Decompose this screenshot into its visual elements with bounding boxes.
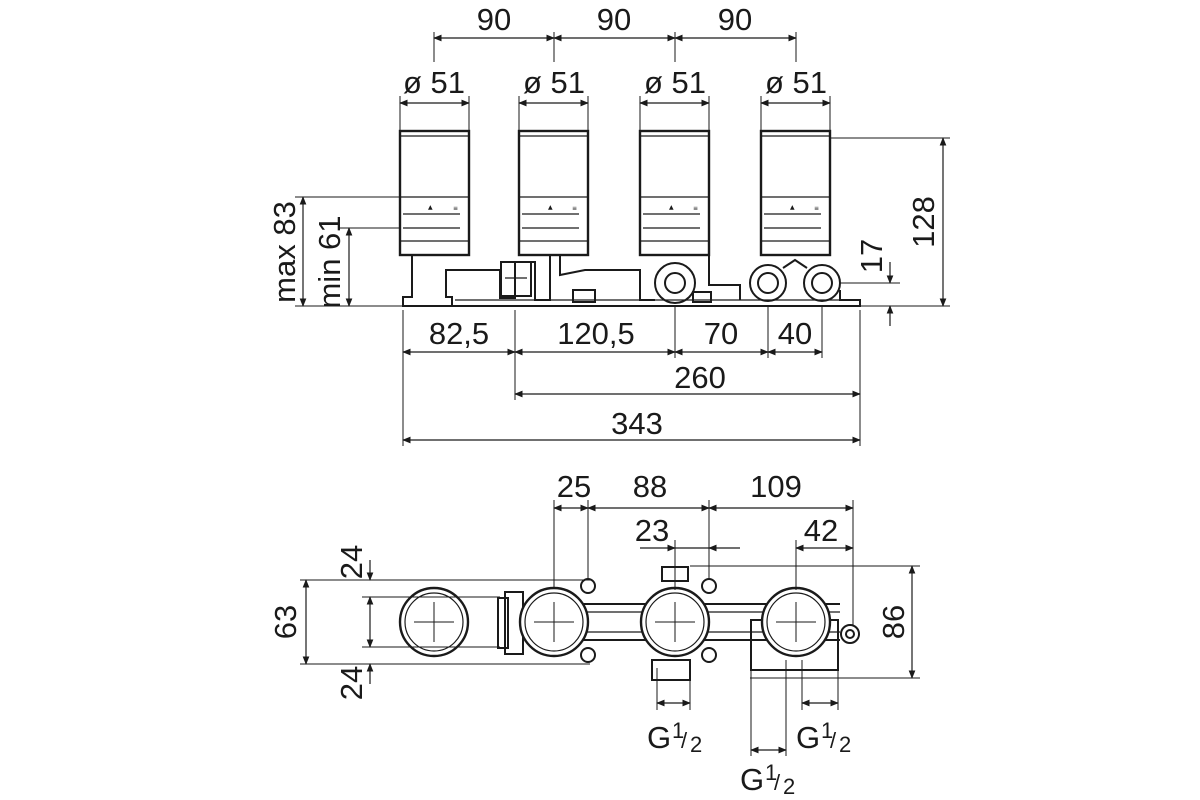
svg-text:/: / bbox=[681, 728, 688, 753]
spacing-label-1: 90 bbox=[477, 2, 511, 37]
front-view: ▲ ≡ ▲ ≡ ▲ ≡ bbox=[267, 2, 950, 446]
dim-42: 42 bbox=[804, 513, 838, 548]
cartridge-4: ▲ ≡ bbox=[759, 129, 832, 257]
cartridge-1: ▲ ≡ bbox=[398, 129, 471, 257]
dim-70: 70 bbox=[704, 316, 738, 351]
thread-label-1: G 1 / 2 bbox=[647, 718, 702, 757]
diameter-label-2: ø 51 bbox=[523, 65, 585, 100]
svg-text:≡: ≡ bbox=[453, 205, 458, 212]
top-view-dimensions: 25 88 109 23 42 bbox=[553, 469, 854, 625]
dim-88: 88 bbox=[633, 469, 667, 504]
svg-text:2: 2 bbox=[783, 774, 795, 799]
dim-260: 260 bbox=[674, 360, 726, 395]
dim-86: 86 bbox=[876, 605, 911, 639]
diameter-dimensions: ø 51 ø 51 ø 51 ø 51 bbox=[399, 65, 831, 131]
bottom-dimensions: 82,5 120,5 70 40 260 343 bbox=[402, 305, 861, 446]
cartridge-3: ▲ ≡ bbox=[638, 129, 711, 257]
svg-text:G: G bbox=[647, 720, 671, 755]
valve-seat-4 bbox=[760, 586, 832, 658]
svg-text:G: G bbox=[796, 720, 820, 755]
spacing-label-3: 90 bbox=[718, 2, 752, 37]
left-vertical-dimensions: 24 63 24 bbox=[268, 545, 590, 700]
svg-text:/: / bbox=[830, 728, 837, 753]
depth-dimensions: max 83 min 61 bbox=[267, 196, 403, 309]
height-128-label: 128 bbox=[906, 196, 941, 248]
dim-63: 63 bbox=[268, 605, 303, 639]
valve-seat-2 bbox=[518, 586, 590, 658]
right-vertical-dimension: 86 bbox=[690, 565, 920, 679]
dim-40: 40 bbox=[778, 316, 812, 351]
dim-109: 109 bbox=[750, 469, 802, 504]
thread-dimensions: G 1 / 2 G 1 / 2 G 1 / 2 bbox=[647, 660, 851, 799]
svg-text:1: 1 bbox=[765, 760, 777, 785]
svg-text:▲: ▲ bbox=[790, 204, 795, 211]
front-manifold bbox=[402, 255, 861, 307]
top-view: 25 88 109 23 42 24 63 24 bbox=[268, 469, 920, 799]
spacing-dimensions: 90 90 90 bbox=[433, 2, 797, 62]
height-dimensions: 128 17 bbox=[830, 137, 950, 326]
dim-23: 23 bbox=[635, 513, 669, 548]
svg-text:1: 1 bbox=[821, 718, 833, 743]
max-depth-label: max 83 bbox=[267, 201, 302, 303]
dim-24-top: 24 bbox=[334, 545, 369, 579]
svg-text:1: 1 bbox=[672, 718, 684, 743]
diameter-label-3: ø 51 bbox=[644, 65, 706, 100]
thread-label-3: G 1 / 2 bbox=[740, 760, 795, 799]
dim-343: 343 bbox=[611, 406, 663, 441]
offset-17-label: 17 bbox=[854, 239, 889, 273]
svg-text:▲: ▲ bbox=[548, 204, 553, 211]
min-depth-label: min 61 bbox=[312, 215, 347, 308]
svg-text:/: / bbox=[774, 770, 781, 795]
dim-120-5: 120,5 bbox=[557, 316, 635, 351]
svg-text:G: G bbox=[740, 762, 764, 797]
cartridge-2: ▲ ≡ bbox=[517, 129, 590, 257]
diameter-label-1: ø 51 bbox=[403, 65, 465, 100]
dim-24-bottom: 24 bbox=[334, 666, 369, 700]
svg-text:▲: ▲ bbox=[669, 204, 674, 211]
svg-text:2: 2 bbox=[839, 732, 851, 757]
thread-label-2: G 1 / 2 bbox=[796, 718, 851, 757]
svg-text:≡: ≡ bbox=[572, 205, 577, 212]
svg-text:≡: ≡ bbox=[693, 205, 698, 212]
svg-text:2: 2 bbox=[690, 732, 702, 757]
spacing-label-2: 90 bbox=[597, 2, 631, 37]
diameter-label-4: ø 51 bbox=[765, 65, 827, 100]
cartridge-1-scale: ▲ bbox=[428, 204, 433, 211]
dim-82-5: 82,5 bbox=[429, 316, 489, 351]
valve-seat-1 bbox=[398, 586, 470, 658]
dim-25: 25 bbox=[557, 469, 591, 504]
svg-text:≡: ≡ bbox=[814, 205, 819, 212]
valve-seat-3 bbox=[639, 586, 711, 658]
